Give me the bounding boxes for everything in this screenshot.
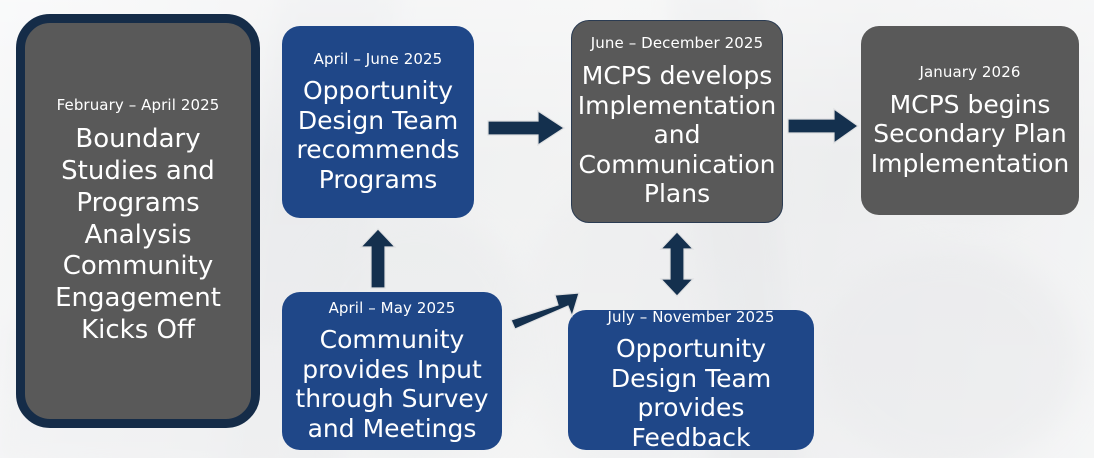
node-odt-feedback-date: July – November 2025 (607, 307, 775, 326)
node-odt-feedback[interactable]: July – November 2025 Opportunity Design … (568, 307, 814, 452)
arrow-up-icon (358, 228, 398, 290)
arrow-up-right-icon (509, 283, 581, 331)
node-mcps-impl-date: January 2026 (919, 62, 1021, 81)
node-odt-programs-title: Opportunity Design Team recommends Progr… (296, 76, 460, 194)
arrow-right-icon (787, 105, 860, 147)
node-mcps-impl-title: MCPS begins Secondary Plan Implementatio… (870, 89, 1070, 178)
node-mcps-plans-date: June – December 2025 (590, 34, 764, 53)
node-community-date: April – May 2025 (328, 298, 456, 317)
node-community-title: Community provides Input through Survey … (295, 325, 489, 443)
node-mcps-plans[interactable]: June – December 2025 MCPS develops Imple… (571, 20, 783, 223)
node-kickoff-date: February – April 2025 (56, 95, 220, 114)
node-odt-programs-date: April – June 2025 (313, 49, 443, 68)
node-odt-feedback-title: Opportunity Design Team provides Feedbac… (610, 334, 772, 452)
node-kickoff-title: Boundary Studies and Programs Analysis C… (55, 124, 221, 345)
arrow-up-down-icon (657, 231, 697, 297)
node-community[interactable]: April – May 2025 Community provides Inpu… (282, 292, 502, 450)
node-mcps-plans-title: MCPS develops Implementation and Communi… (577, 61, 777, 209)
node-kickoff[interactable]: February – April 2025 Boundary Studies a… (16, 14, 260, 428)
node-odt-programs[interactable]: April – June 2025 Opportunity Design Tea… (282, 26, 474, 218)
node-mcps-impl[interactable]: January 2026 MCPS begins Secondary Plan … (861, 26, 1079, 215)
arrow-right-icon (487, 108, 566, 148)
